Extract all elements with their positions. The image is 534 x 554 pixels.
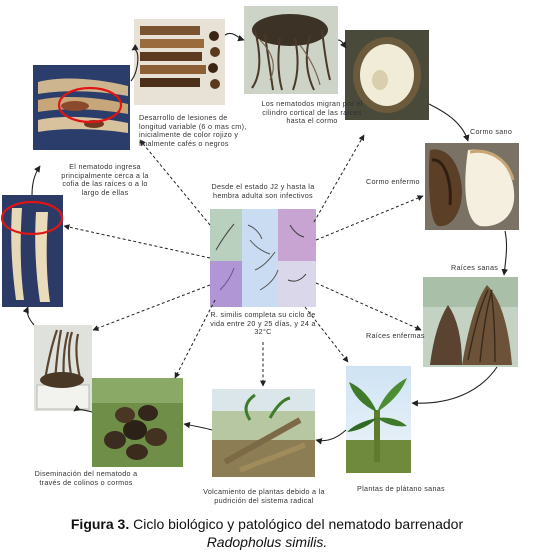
label-center-bottom: R. similis completa su ciclo de vida ent… — [210, 310, 316, 337]
label-diseminacion: Diseminación del nematodo a través de co… — [34, 469, 138, 487]
dashed-arrow — [139, 139, 211, 226]
arrow-ring — [22, 306, 35, 326]
photo-toppled-plants — [212, 389, 315, 477]
center-arrows — [63, 134, 424, 387]
label-raices-enfermas: Raíces enfermas — [366, 331, 425, 340]
photo-cut-roots — [134, 19, 225, 105]
label-cormo-enfermo: Cormo enfermo — [366, 177, 420, 186]
figure-caption-species: Radopholus similis. — [0, 534, 534, 550]
caption-text: Ciclo biológico y patológico del nematod… — [129, 516, 464, 532]
arrow-ring — [73, 404, 93, 413]
label-migran: Los nematodos migran por el cilindro cor… — [261, 99, 363, 126]
label-volcamiento: Volcamiento de plantas debido a la pudri… — [203, 487, 325, 505]
label-ingresa: El nematodo ingresa principalmente cerca… — [61, 162, 149, 197]
arrow-ring — [183, 421, 213, 431]
figure-caption: Figura 3. Ciclo biológico y patológico d… — [0, 516, 534, 532]
label-lesiones: Desarrollo de lesiones de longitud varia… — [139, 113, 247, 148]
label-plantas-sanas: Plantas de plátano sanas — [357, 484, 445, 493]
arrow-ring — [411, 366, 498, 407]
photo-corms — [425, 143, 519, 230]
photo-nematode-microscopy — [210, 209, 316, 307]
photo-corm-section — [345, 30, 429, 120]
caption-species: Radopholus similis. — [206, 534, 328, 550]
arrow-ring — [315, 429, 347, 445]
photo-roots-lesions — [33, 65, 130, 150]
photo-root-entry — [0, 195, 64, 307]
arrow-ring — [337, 39, 347, 49]
dashed-arrow — [92, 284, 211, 331]
arrow-ring — [31, 165, 41, 196]
label-center-top: Desde el estado J2 y hasta la hembra adu… — [211, 182, 315, 200]
photo-healthy-plants — [346, 366, 411, 473]
dashed-arrow — [313, 134, 365, 223]
photo-colinos — [92, 378, 183, 467]
dashed-arrow — [304, 306, 349, 363]
caption-prefix: Figura 3. — [70, 516, 130, 532]
photo-roots-compare — [423, 277, 518, 367]
dashed-arrow — [315, 195, 424, 241]
photo-root-mass — [244, 6, 338, 94]
dashed-arrow — [174, 299, 216, 379]
dashed-arrow — [315, 282, 422, 331]
arrow-ring — [501, 230, 508, 276]
photo-root-bundle — [34, 325, 92, 411]
arrow-ring — [428, 103, 470, 142]
arrow-ring — [224, 32, 245, 42]
cycle-arrows — [22, 32, 508, 445]
label-cormo-sano: Cormo sano — [470, 127, 513, 136]
label-raices-sanas: Raíces sanas — [451, 263, 499, 272]
arrow-ring — [130, 44, 139, 82]
dashed-arrow — [63, 224, 211, 259]
